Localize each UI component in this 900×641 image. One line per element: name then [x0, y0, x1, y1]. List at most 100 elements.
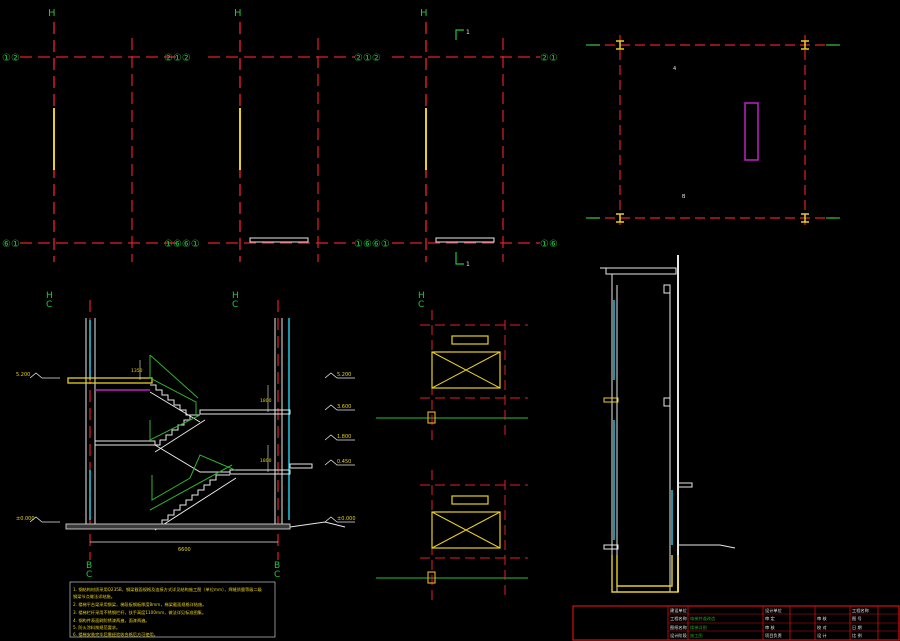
notes-block: 1. 钢结构材质采用Q235B，钢梁截面规格及连接方式详见结构施工图（单位mm）… [69, 581, 276, 638]
axis-label-bottom-right: ①⑥ [540, 239, 558, 250]
beam-stub [677, 482, 693, 488]
opening-small [451, 495, 489, 505]
stair-flight [155, 474, 230, 526]
notes-frame [69, 581, 276, 638]
section-axis-top-left: H [46, 291, 53, 301]
handrail [149, 354, 199, 399]
plan-view-1: H ①② ②①② ⑥① ①⑥⑥① [2, 8, 200, 262]
handrail [149, 355, 197, 416]
tb-r1-c3: 审 核 [817, 615, 828, 622]
shaft-box [431, 511, 501, 549]
axis-label-bottom-left: ⑥① [2, 239, 20, 250]
axis-label-right: ②①② [164, 53, 191, 64]
section-axis-bottom-right: B [274, 561, 280, 571]
tb-r0-c2: 设计单位 [765, 607, 782, 614]
plan-view-3: 1 1 H ②① ①⑥ [392, 8, 558, 268]
pit-mark-a: 4 [673, 66, 676, 72]
note-line-3: 2. 楼梯平台梁采用钢梁，梯段板钢板厚度8mm，梯梁截面规格详结施。 [73, 601, 206, 608]
level-left-ground: ±0.000 [16, 516, 35, 522]
stair-soffit [154, 477, 237, 531]
axis-label-bottom-right: ①⑥⑥① [354, 239, 390, 250]
tb-r1-c4: 图 号 [852, 616, 862, 622]
shaft-cross [431, 511, 501, 549]
section-axis-top-mid: H [232, 291, 239, 301]
tb-r3-c2: 项目负责 [765, 632, 782, 639]
dim-total: 6600 [178, 547, 191, 553]
stair-flight [150, 384, 200, 416]
beam-stub [603, 544, 619, 550]
note-line-1: 1. 钢结构材质采用Q235B，钢梁截面规格及连接方式详见结构施工图（单位mm）… [73, 586, 263, 593]
section-axis-top-left-sub: C [46, 300, 52, 310]
column-marker [427, 571, 436, 584]
handrail [149, 464, 233, 511]
vertical-dims [139, 360, 269, 472]
dim-vertical-1: 1350 [131, 368, 143, 374]
level-mid-a: 3.600 [337, 404, 351, 410]
section-cut-mark-bottom [455, 252, 464, 265]
ramp [289, 521, 346, 528]
landing [94, 440, 156, 446]
level-low: 0.450 [337, 459, 351, 465]
note-line-5: 4. 钢构件表面刷防锈漆两遍，面漆两遍。 [73, 617, 150, 624]
tb-r2-c3: 校 对 [817, 624, 827, 631]
stair-soffit [154, 419, 206, 453]
detail-plan-lower [376, 470, 528, 600]
section-axis-top-right-sub: C [418, 300, 424, 310]
tb-r3-c3: 设 计 [817, 632, 827, 639]
level-top: 5.200 [337, 372, 351, 378]
shaft-cross [431, 351, 501, 389]
shaft-box [431, 351, 501, 389]
note-line-7: 6. 楼梯安装完毕后需经验收合格后方可使用。 [73, 631, 158, 638]
section-axis-top-mid-sub: C [232, 300, 238, 310]
tb-r3-c4: 比 例 [852, 632, 862, 639]
tb-r3-c0: 设计阶段 [670, 632, 688, 639]
landing [199, 409, 291, 415]
title-block: 建设单位 设计单位 工程名称 工程名称 电梯井道改造 审 定 审 核 图 号 图… [572, 605, 900, 641]
level-mid-b: 1.800 [337, 434, 351, 440]
roof-slab [605, 267, 677, 275]
section-axis-bottom-left-sub: C [86, 570, 92, 580]
pit-opening [744, 102, 759, 161]
axis-label-top: H [48, 8, 56, 19]
dim-vertical-3: 1800 [260, 458, 272, 464]
ramp [678, 544, 736, 549]
ground-slab [65, 523, 291, 530]
dim-vertical-2: 1800 [260, 398, 272, 404]
axis-label-right: ②① [540, 53, 558, 64]
pit-outline [611, 555, 679, 593]
handrail [149, 414, 201, 441]
beam-stub [663, 397, 671, 407]
tb-r2-c4: 日 期 [852, 625, 862, 631]
beam-stub [603, 397, 619, 403]
handrail [151, 454, 236, 501]
stair-flight [155, 414, 200, 446]
axis-label-top: H [234, 8, 242, 19]
tb-r1-c2: 审 定 [765, 615, 775, 622]
landing-ext [289, 463, 313, 469]
detail-plan-upper [376, 310, 528, 440]
tb-r2-c1: 楼梯详图 [690, 624, 707, 631]
level-markers [29, 372, 355, 523]
axis-label-right: ②①② [354, 53, 381, 64]
note-line-2: 钢梁节点做法详结施。 [73, 593, 115, 600]
landing [229, 469, 291, 475]
tb-r0-c4: 工程名称 [852, 607, 869, 614]
section-axis-top-right: H [418, 291, 425, 301]
tb-r3-c1: 施工图 [690, 632, 703, 639]
tb-r1-c1: 电梯井道改造 [690, 615, 716, 622]
column-marker [427, 411, 436, 424]
level-ground: ±0.000 [337, 516, 356, 522]
beam-stub [663, 284, 671, 294]
section-cut-mark-top [455, 29, 464, 40]
stair-soffit [149, 391, 201, 423]
axis-label-bottom-right: ①⑥⑥① [164, 239, 200, 250]
section-axis-bottom-right-sub: C [274, 570, 280, 580]
pit-plan: 4 B [586, 35, 840, 230]
opening-small [451, 335, 489, 345]
level-left-top: 5.200 [16, 372, 30, 378]
section-cut-number-bottom: 1 [466, 261, 470, 268]
note-line-4: 3. 楼梯栏杆采用不锈钢栏杆，扶手高度1100mm，做法详见标准图集。 [73, 609, 206, 616]
tb-r2-c2: 审 核 [765, 624, 776, 631]
floor-slab [67, 377, 153, 384]
